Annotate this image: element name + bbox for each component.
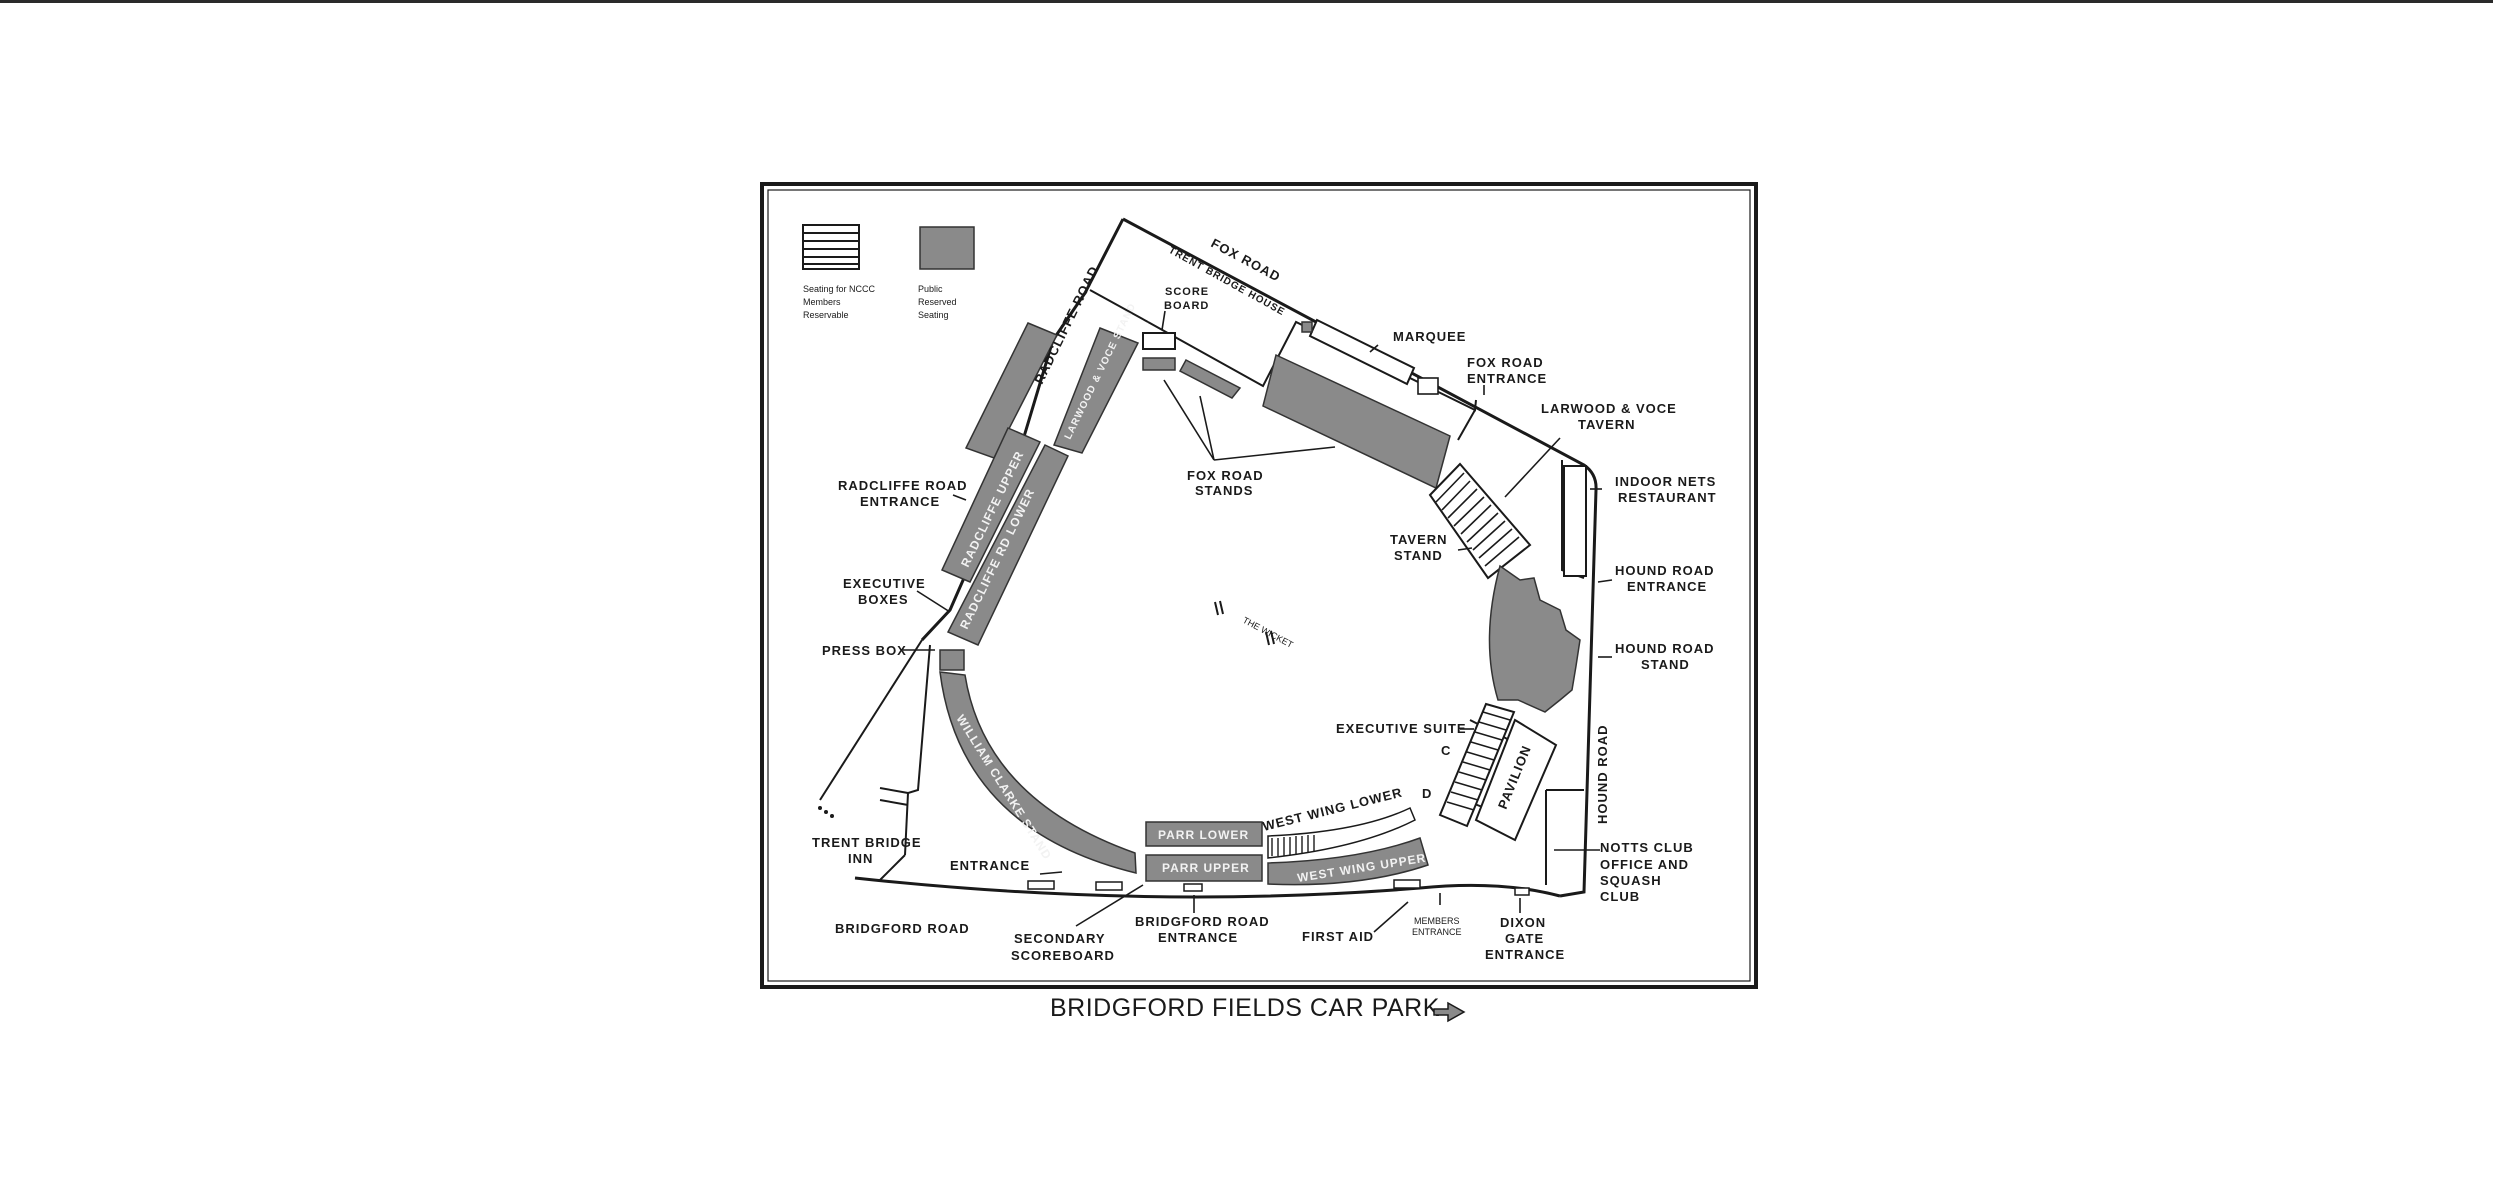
label-hound-entrance-2: ENTRANCE xyxy=(1627,579,1707,594)
label-dixon-gate-3: ENTRANCE xyxy=(1485,947,1565,962)
label-score-1: SCORE xyxy=(1165,286,1209,298)
label-c: C xyxy=(1441,743,1451,758)
west-wing-lower-hatch xyxy=(1271,835,1315,856)
stand-radcliffe-upper xyxy=(940,427,1042,583)
label-fox-road-stands-1: FOX ROAD xyxy=(1187,468,1264,483)
label-parr-lower: PARR LOWER xyxy=(1158,828,1249,842)
label-larwood-2: TAVERN xyxy=(1578,417,1636,432)
pointer-arrows xyxy=(903,310,1613,933)
label-hound-stand-1: HOUND ROAD xyxy=(1615,641,1715,656)
label-secondary-scoreboard-2: SCOREBOARD xyxy=(1011,948,1115,963)
stand-hound-road xyxy=(1488,564,1581,713)
label-bridgford-entrance-1: BRIDGFORD ROAD xyxy=(1135,914,1270,929)
label-marquee: MARQUEE xyxy=(1393,329,1466,344)
map-frame xyxy=(760,182,1758,989)
label-entrance: ENTRANCE xyxy=(950,858,1030,873)
label-first-aid: FIRST AID xyxy=(1302,929,1374,944)
top-edge-line xyxy=(0,0,2493,3)
label-radcliffe-entrance-1: RADCLIFFE ROAD xyxy=(838,478,968,493)
indoor-nets-building xyxy=(1563,465,1587,577)
label-executive-boxes-1: EXECUTIVE xyxy=(843,576,926,591)
wicket xyxy=(1214,600,1275,646)
map-frame-inner xyxy=(767,189,1751,982)
label-fox-road-entrance-1: FOX ROAD xyxy=(1467,355,1544,370)
label-indoor-nets-2: RESTAURANT xyxy=(1618,490,1717,505)
label-larwood-1: LARWOOD & VOCE xyxy=(1541,401,1677,416)
map-caption: BRIDGFORD FIELDS CAR PARK xyxy=(1050,994,1440,1022)
marquee-post xyxy=(1301,321,1313,333)
legend-public-text: Public Reserved Seating xyxy=(918,284,957,320)
stand-west-wing-lower xyxy=(1267,806,1416,859)
label-notts-club-3: SQUASH xyxy=(1600,873,1662,888)
right-arrow-icon xyxy=(1433,1001,1466,1023)
score-board xyxy=(1142,332,1176,350)
bridgford-road-gates xyxy=(1027,879,1530,896)
boundary-dots xyxy=(818,806,834,818)
label-members-entrance-1: MEMBERS xyxy=(1414,916,1460,926)
executive-suite xyxy=(1438,702,1516,828)
legend-members-text: Seating for NCCC Members Reservable xyxy=(803,284,875,320)
stand-larwood-voce-upper xyxy=(1052,327,1140,454)
label-executive-suite: EXECUTIVE SUITE xyxy=(1336,721,1467,736)
label-notts-club-2: OFFICE AND xyxy=(1600,857,1689,872)
label-tavern-stand-2: STAND xyxy=(1394,548,1443,563)
stand-fox-road-small-1 xyxy=(1142,357,1176,371)
label-fox-road-entrance-2: ENTRANCE xyxy=(1467,371,1547,386)
label-trent-bridge-inn-1: TRENT BRIDGE xyxy=(812,835,922,850)
press-box xyxy=(939,649,965,671)
label-fox-road-stands-2: STANDS xyxy=(1195,483,1253,498)
label-tavern-stand-1: TAVERN xyxy=(1390,532,1448,547)
label-radcliffe-entrance-2: ENTRANCE xyxy=(860,494,940,509)
label-trent-bridge-inn-2: INN xyxy=(848,851,873,866)
stand-parr-lower xyxy=(1145,821,1263,847)
label-william-clarke: WILLIAM CLARKE STAND xyxy=(953,712,1054,862)
pavilion xyxy=(1474,718,1558,842)
label-hound-entrance-1: HOUND ROAD xyxy=(1615,563,1715,578)
stand-radcliffe-lower xyxy=(946,444,1069,646)
stand-west-wing-upper xyxy=(1267,837,1429,886)
stand-fox-road-main xyxy=(1262,353,1451,490)
label-indoor-nets-1: INDOOR NETS xyxy=(1615,474,1716,489)
label-bridgford-entrance-2: ENTRANCE xyxy=(1158,930,1238,945)
legend-public-swatch xyxy=(919,226,975,270)
label-hound-road: HOUND ROAD xyxy=(1595,724,1610,824)
label-dixon-gate-2: GATE xyxy=(1505,931,1544,946)
label-executive-boxes-2: BOXES xyxy=(858,592,909,607)
label-bridgford-road: BRIDGFORD ROAD xyxy=(835,921,970,936)
stand-parr-upper xyxy=(1145,854,1263,882)
label-notts-club-1: NOTTS CLUB xyxy=(1600,840,1694,855)
stand-william-clarke xyxy=(939,671,1137,874)
label-dixon-gate-1: DIXON xyxy=(1500,915,1546,930)
label-d: D xyxy=(1422,786,1432,801)
stand-tavern xyxy=(1428,462,1532,580)
label-notts-club-4: CLUB xyxy=(1600,889,1640,904)
label-score-2: BOARD xyxy=(1164,300,1209,312)
marquee-annex xyxy=(1417,377,1439,395)
legend-members-swatch xyxy=(802,224,860,270)
label-hound-stand-2: STAND xyxy=(1641,657,1690,672)
label-secondary-scoreboard-1: SECONDARY xyxy=(1014,931,1106,946)
stand-fox-road-small-2 xyxy=(1178,358,1242,399)
label-parr-upper: PARR UPPER xyxy=(1162,861,1250,875)
label-members-entrance-2: ENTRANCE xyxy=(1412,927,1462,937)
label-press-box: PRESS BOX xyxy=(822,643,907,658)
